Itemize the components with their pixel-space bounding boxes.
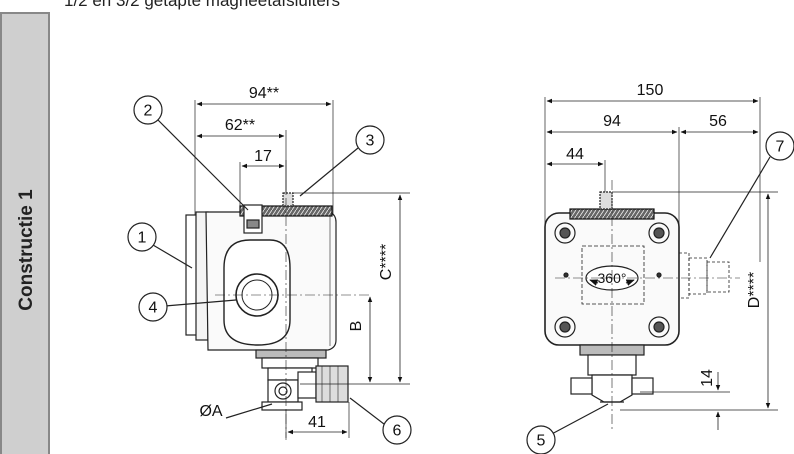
- dim-150: 150: [637, 82, 664, 99]
- rotation-360-label: 360°: [598, 270, 627, 286]
- callout-4-label: 4: [149, 300, 158, 317]
- callout-5-label: 5: [537, 433, 546, 450]
- callout-6-label: 6: [393, 423, 402, 440]
- header-text: 1/2 en 3/2 getapte magneetafsluiters: [64, 0, 340, 10]
- callout-3-label: 3: [366, 133, 375, 150]
- dim-44: 44: [566, 146, 584, 163]
- callout-7: [765, 131, 794, 161]
- front-view: [544, 97, 778, 437]
- dim-94: 94: [603, 113, 621, 130]
- side-view: [152, 100, 410, 440]
- callout-3: [355, 125, 385, 155]
- dim-14: 14: [699, 369, 716, 387]
- dim-94-star: 94**: [249, 85, 279, 102]
- side-tab: Constructie 1: [0, 12, 50, 454]
- dim-62-star: 62**: [225, 117, 255, 134]
- callout-4: [138, 292, 168, 322]
- dim-b: B: [348, 321, 365, 332]
- dim-56: 56: [709, 113, 727, 130]
- callout-1: [127, 222, 157, 252]
- callout-6: [382, 415, 412, 445]
- callout-5: [526, 425, 556, 454]
- callout-1-label: 1: [138, 230, 147, 247]
- dim-c-star: C****: [378, 244, 395, 280]
- dim-phi-a: ØA: [199, 403, 222, 420]
- callout-7-label: 7: [776, 139, 785, 156]
- dim-41: 41: [308, 414, 326, 431]
- callout-2-label: 2: [144, 103, 153, 120]
- callout-2: [133, 95, 163, 125]
- dim-17: 17: [254, 148, 272, 165]
- dim-d-star: D****: [746, 272, 763, 308]
- rotation-arrows: [589, 279, 635, 286]
